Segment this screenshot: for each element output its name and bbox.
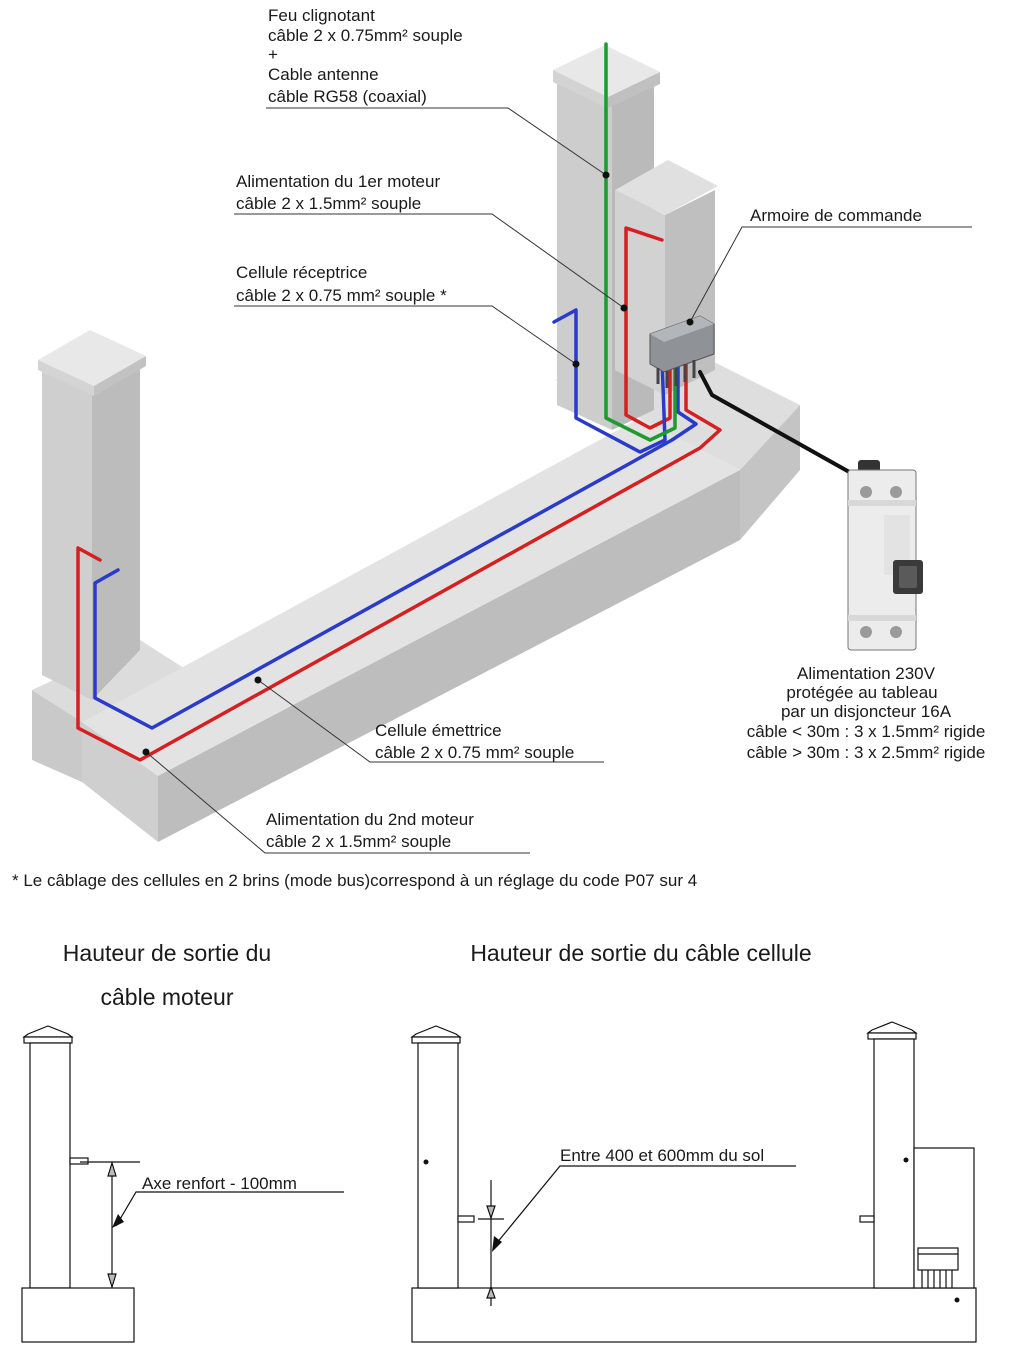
left-foundation-front — [32, 690, 82, 782]
right-pillar-cap-front — [553, 70, 608, 108]
left-pillar-cap-front — [38, 360, 94, 396]
label-alim-line2: protégée au tableau — [786, 683, 937, 702]
title-cellule: Hauteur de sortie du câble cellule — [470, 940, 811, 966]
label-feu-line3: + — [268, 45, 278, 64]
footnote: * Le câblage des cellules en 2 brins (mo… — [12, 871, 697, 890]
leader-receptrice — [234, 305, 577, 365]
label-alim-line4: câble < 30m : 3 x 1.5mm² rigide — [747, 722, 986, 741]
cable-cellule-receptrice — [552, 308, 667, 454]
label-moteur1-line1: Alimentation du 1er moteur — [236, 172, 440, 191]
label-receptrice-line1: Cellule réceptrice — [236, 263, 367, 282]
right-foundation-side — [740, 405, 800, 540]
section-moteur-drawing — [21, 1025, 344, 1343]
leader-moteur1 — [234, 213, 625, 309]
foundation-beam-front — [82, 722, 158, 842]
label-emettrice-line1: Cellule émettrice — [375, 721, 502, 740]
label-moteur-2: Alimentation du 2nd moteur câble 2 x 1.5… — [266, 810, 474, 851]
cable-moteur-2 — [76, 358, 722, 762]
label-entre: Entre 400 et 600mm du sol — [560, 1146, 764, 1165]
label-axe-renfort: Axe renfort - 100mm — [142, 1174, 297, 1193]
left-pillar-side — [92, 365, 140, 700]
left-pillar-cap-top — [38, 330, 146, 386]
cable-alimentation-230v — [698, 370, 862, 480]
label-moteur2-line1: Alimentation du 2nd moteur — [266, 810, 474, 829]
label-alim-line5: câble > 30m : 3 x 2.5mm² rigide — [747, 743, 986, 762]
section-cellule-drawing — [410, 1021, 977, 1343]
leader-dots — [142, 171, 694, 756]
label-moteur1-line2: câble 2 x 1.5mm² souple — [236, 194, 421, 213]
arrow-entre — [492, 1236, 502, 1252]
hinge-dots — [423, 1157, 960, 1303]
arrow-axe — [112, 1214, 124, 1228]
label-moteur-1: Alimentation du 1er moteur câble 2 x 1.5… — [236, 172, 440, 213]
label-alim-line1: Alimentation 230V — [797, 664, 936, 683]
label-moteur2-line2: câble 2 x 1.5mm² souple — [266, 832, 451, 851]
label-alimentation-230v: Alimentation 230V protégée au tableau pa… — [747, 664, 986, 762]
label-armoire: Armoire de commande — [750, 206, 922, 225]
control-box-icon — [649, 315, 715, 388]
right-pillar-cap-side — [608, 72, 660, 108]
cables — [76, 42, 862, 762]
leader-armoire — [689, 226, 972, 323]
left-pillar-cap-side — [94, 356, 146, 396]
cable-moteur-1 — [624, 226, 672, 430]
cable-cellule-emettrice — [93, 358, 698, 730]
foundation-beam-top — [82, 418, 740, 776]
label-cellule-emettrice: Cellule émettrice câble 2 x 0.75 mm² sou… — [375, 721, 574, 762]
label-underlines — [236, 305, 604, 763]
leader-moteur2 — [145, 751, 530, 854]
label-feu-clignotant: Feu clignotant câble 2 x 0.75mm² souple … — [268, 6, 463, 106]
control-wall-top — [615, 160, 718, 215]
label-alim-line3: par un disjoncteur 16A — [781, 702, 952, 721]
foundation-beam-side — [158, 470, 740, 842]
label-receptrice-line2: câble 2 x 0.75 mm² souple * — [236, 286, 447, 305]
label-feu-line1: Feu clignotant — [268, 6, 375, 25]
left-foundation-top — [32, 640, 190, 722]
label-emettrice-line2: câble 2 x 0.75 mm² souple — [375, 743, 574, 762]
right-pillar-front — [557, 75, 612, 430]
label-feu-line5: câble RG58 (coaxial) — [268, 87, 427, 106]
comb-marks — [921, 1270, 953, 1288]
leader-lines — [145, 107, 972, 854]
cable-feu-antenne — [604, 42, 677, 442]
circuit-breaker-icon — [847, 460, 923, 651]
label-cellule-receptrice: Cellule réceptrice câble 2 x 0.75 mm² so… — [236, 263, 447, 305]
label-feu-line2: câble 2 x 0.75mm² souple — [268, 26, 463, 45]
title-moteur-line1: Hauteur de sortie du — [63, 940, 271, 966]
title-moteur-line2: câble moteur — [101, 984, 234, 1010]
label-feu-line4: Cable antenne — [268, 65, 379, 84]
left-pillar-front — [42, 365, 92, 700]
leader-feu — [266, 107, 607, 176]
